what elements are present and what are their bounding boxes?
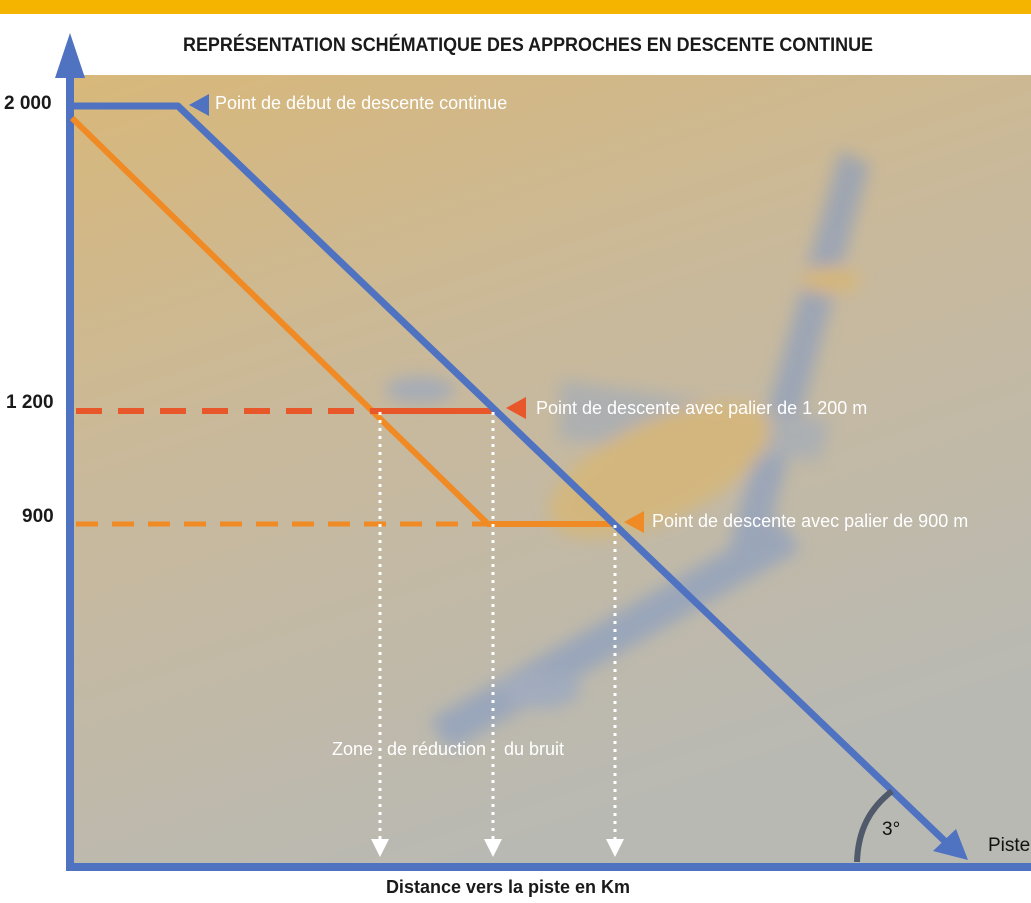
noise-zone-word-1: Zone: [332, 739, 373, 759]
background-photo: [72, 75, 1031, 865]
noise-zone-word-2: de réduction: [387, 739, 486, 759]
level-900-label: Point de descente avec palier de 900 m: [652, 511, 968, 531]
y-tick-1200: 1 200: [6, 392, 54, 413]
angle-label: 3°: [882, 819, 900, 840]
level-900-marker-icon: [624, 511, 644, 533]
y-axis-arrow-icon: [55, 33, 85, 78]
y-tick-2000: 2 000: [4, 93, 52, 114]
angle-arc: [854, 788, 894, 863]
top-band: [0, 0, 1031, 14]
start-point-label: Point de début de descente continue: [215, 93, 507, 113]
noise-zone-word-3: du bruit: [504, 739, 564, 759]
runway-label: Piste: [988, 835, 1030, 856]
level-1200-marker-icon: [506, 397, 526, 419]
y-tick-900: 900: [22, 506, 54, 527]
x-axis-label: Distance vers la piste en Km: [386, 877, 630, 897]
blue-arrow-head-icon: [933, 829, 968, 860]
blurred-airplane: [385, 150, 870, 750]
blue-descent-line: [72, 102, 955, 851]
start-point-marker-icon: [189, 94, 209, 116]
level-1200-label: Point de descente avec palier de 1 200 m: [536, 398, 867, 418]
diagram-title: REPRÉSENTATION SCHÉMATIQUE DES APPROCHES…: [183, 34, 873, 56]
